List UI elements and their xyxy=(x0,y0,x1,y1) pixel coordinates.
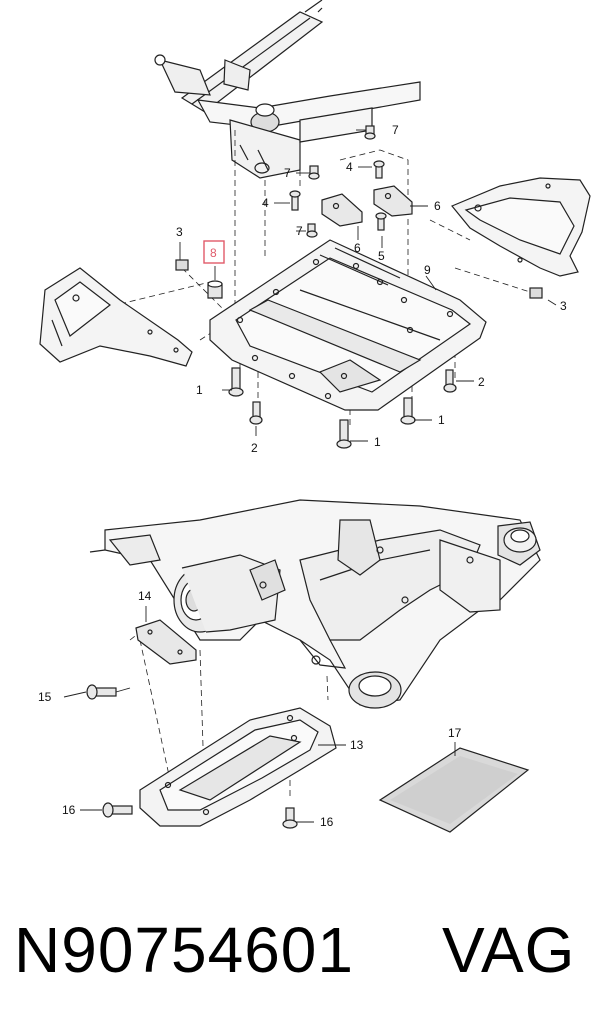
callout-6b: 6 xyxy=(434,199,441,213)
right-shield xyxy=(451,177,591,277)
callout-13: 13 xyxy=(350,738,364,752)
callout-7b: 7 xyxy=(284,166,291,180)
callout-1c: 1 xyxy=(438,413,445,427)
callout-3b: 3 xyxy=(560,299,567,313)
callout-2b: 2 xyxy=(478,375,485,389)
callout-7a: 7 xyxy=(392,123,399,137)
brand-name: VAG xyxy=(442,914,576,986)
callout-9: 9 xyxy=(424,263,431,277)
skid-plate-upper xyxy=(209,239,487,411)
bolts-upper xyxy=(228,125,457,449)
callout-4a: 4 xyxy=(346,160,353,174)
callout-8: 8 xyxy=(210,246,217,260)
callout-1b: 1 xyxy=(374,435,381,449)
callout-6a: 6 xyxy=(354,241,361,255)
clip-right xyxy=(529,287,543,299)
callout-17: 17 xyxy=(448,726,462,740)
left-shield xyxy=(39,267,193,367)
callout-14: 14 xyxy=(138,589,152,603)
part-number: N90754601 xyxy=(14,914,354,986)
upper-frame xyxy=(154,0,421,179)
callout-4b: 4 xyxy=(262,196,269,210)
callout-16b: 16 xyxy=(320,815,334,829)
skid-plate-lower xyxy=(139,707,337,827)
callout-16a: 16 xyxy=(62,803,76,817)
bracket-right xyxy=(373,185,413,217)
callout-15: 15 xyxy=(38,690,52,704)
footer: N90754601 VAG xyxy=(0,895,600,1005)
insulation-pad xyxy=(378,747,530,833)
leader-lines-lower xyxy=(63,606,456,823)
callout-2a: 2 xyxy=(251,441,258,455)
callout-5: 5 xyxy=(378,249,385,263)
leader-lines-upper xyxy=(179,129,557,442)
bracket-14 xyxy=(135,619,197,665)
highlight-box-8 xyxy=(203,240,225,264)
callout-3a: 3 xyxy=(176,225,183,239)
nut-8 xyxy=(207,280,223,299)
clip-left xyxy=(175,259,189,271)
callout-1a: 1 xyxy=(196,383,203,397)
bracket-left xyxy=(321,193,363,227)
rear-subframe xyxy=(89,499,541,709)
callout-labels: 1 2 1 1 2 3 3 4 4 5 6 6 7 7 7 8 9 14 15 … xyxy=(38,123,567,829)
callout-7c: 7 xyxy=(296,224,303,238)
